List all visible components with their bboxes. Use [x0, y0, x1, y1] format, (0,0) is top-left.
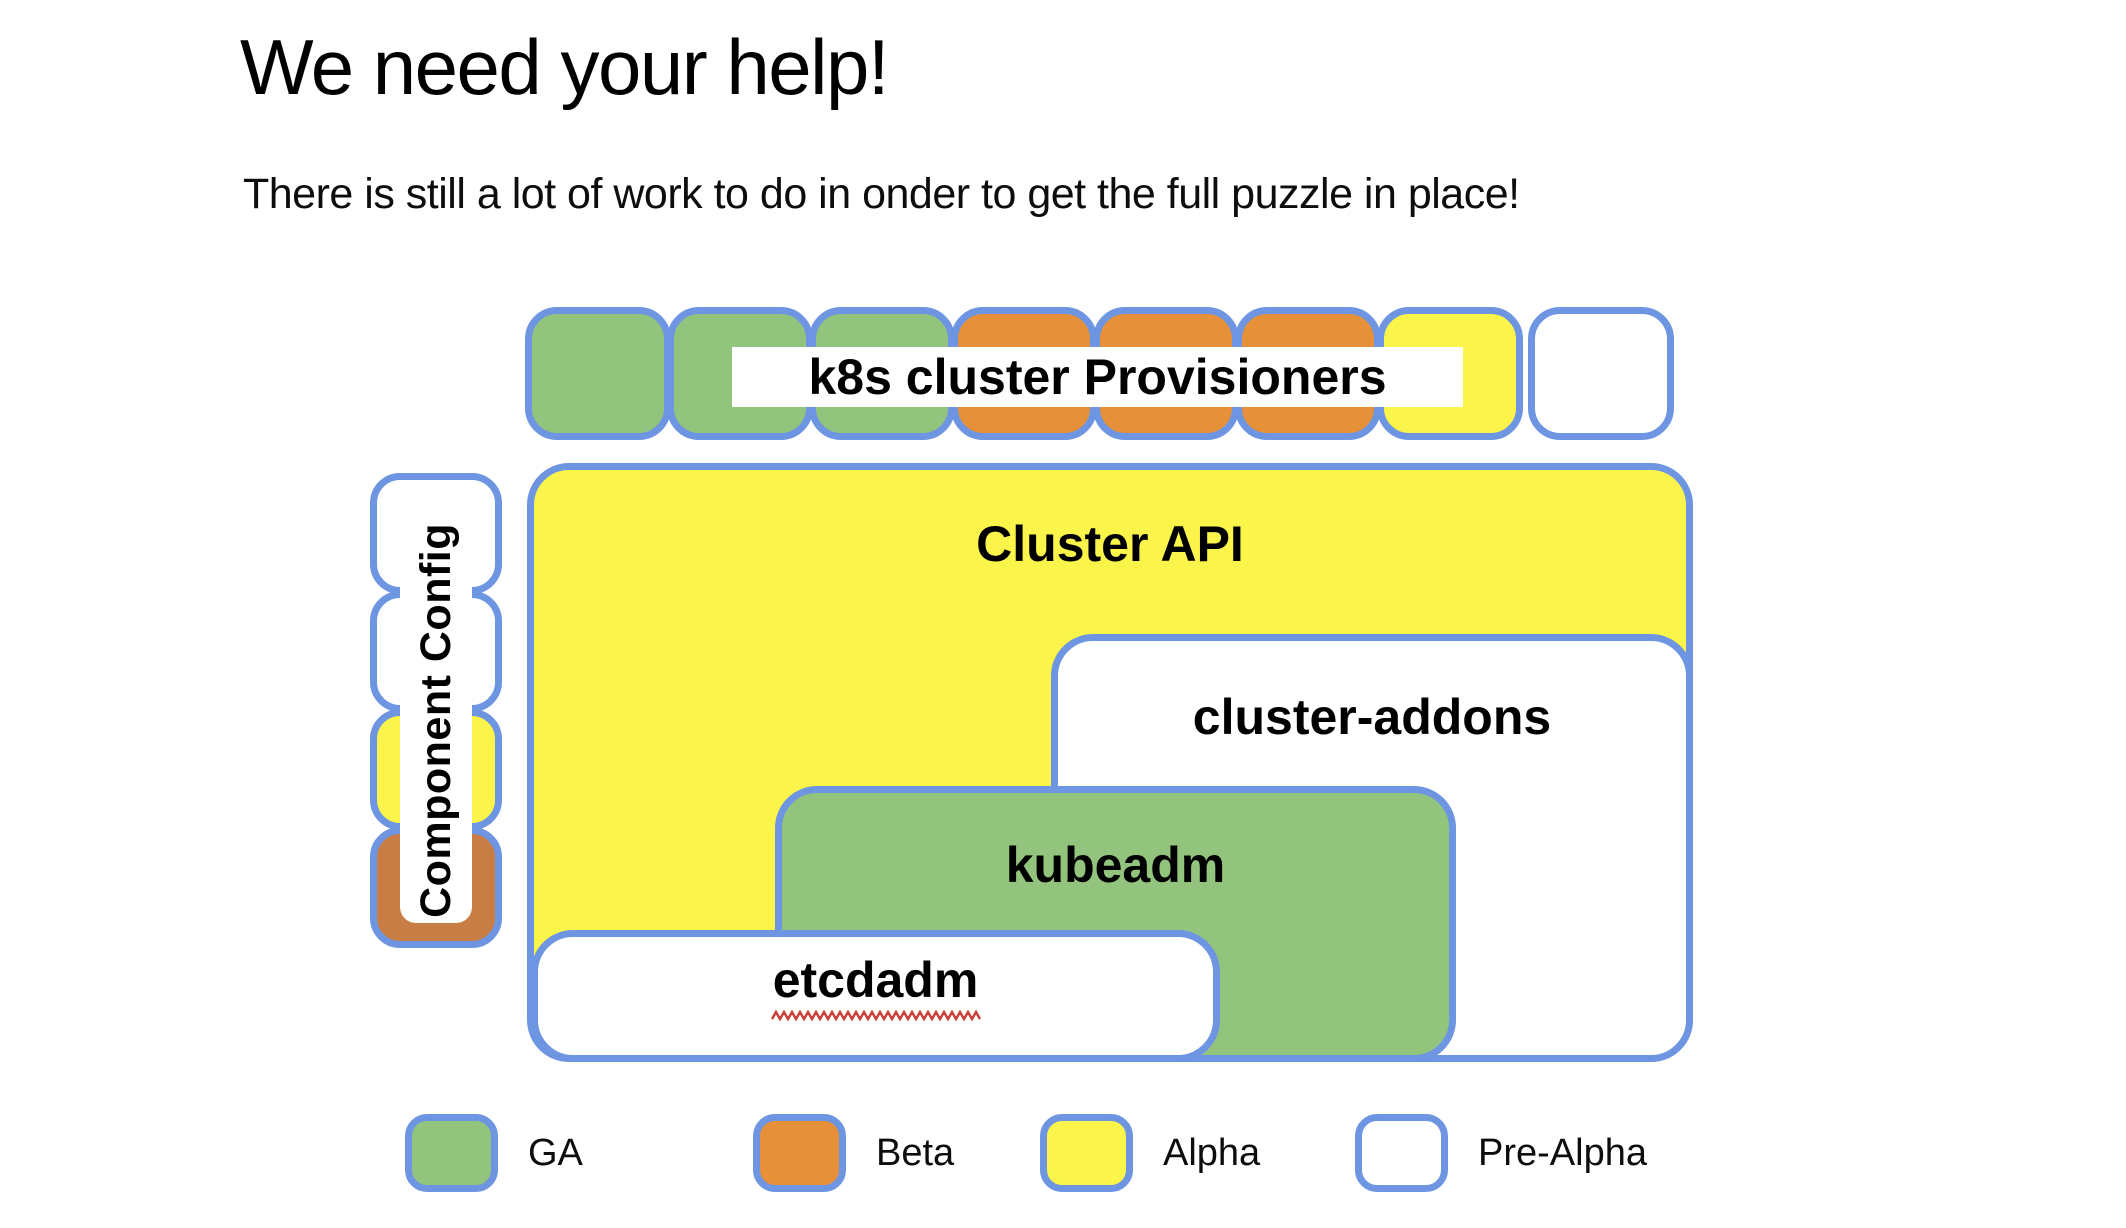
etcdadm-box: etcdadm [531, 930, 1220, 1062]
spellcheck-squiggle [770, 1009, 981, 1022]
component-config-label-band: Component Config [400, 518, 472, 923]
legend-swatch-prealpha [1355, 1114, 1448, 1192]
legend-swatch-alpha [1040, 1114, 1133, 1192]
cluster-api-label: Cluster API [976, 516, 1244, 572]
provisioners-label: k8s cluster Provisioners [808, 349, 1387, 405]
legend-swatch-beta [753, 1114, 846, 1192]
kubeadm-label: kubeadm [1005, 837, 1226, 893]
legend-item-ga: GA [405, 1114, 583, 1192]
legend-label-prealpha: Pre-Alpha [1478, 1131, 1647, 1174]
page-title: We need your help! [240, 23, 890, 111]
legend-label-beta: Beta [876, 1131, 955, 1174]
puzzle-square-ga [525, 307, 671, 440]
legend-item-alpha: Alpha [1040, 1114, 1260, 1192]
etcdadm-label: etcdadm [772, 952, 979, 1008]
component-config-label: Component Config [411, 523, 460, 918]
page-subtitle: There is still a lot of work to do in on… [243, 170, 1520, 218]
legend-swatch-ga [405, 1114, 498, 1192]
legend-item-beta: Beta [753, 1114, 954, 1192]
provisioners-label-band: k8s cluster Provisioners [732, 347, 1463, 407]
legend-item-prealpha: Pre-Alpha [1355, 1114, 1647, 1192]
cluster-addons-label: cluster-addons [1192, 689, 1552, 745]
puzzle-square-pre-alpha [1528, 307, 1674, 440]
legend-label-alpha: Alpha [1163, 1131, 1261, 1174]
legend-label-ga: GA [528, 1131, 583, 1174]
